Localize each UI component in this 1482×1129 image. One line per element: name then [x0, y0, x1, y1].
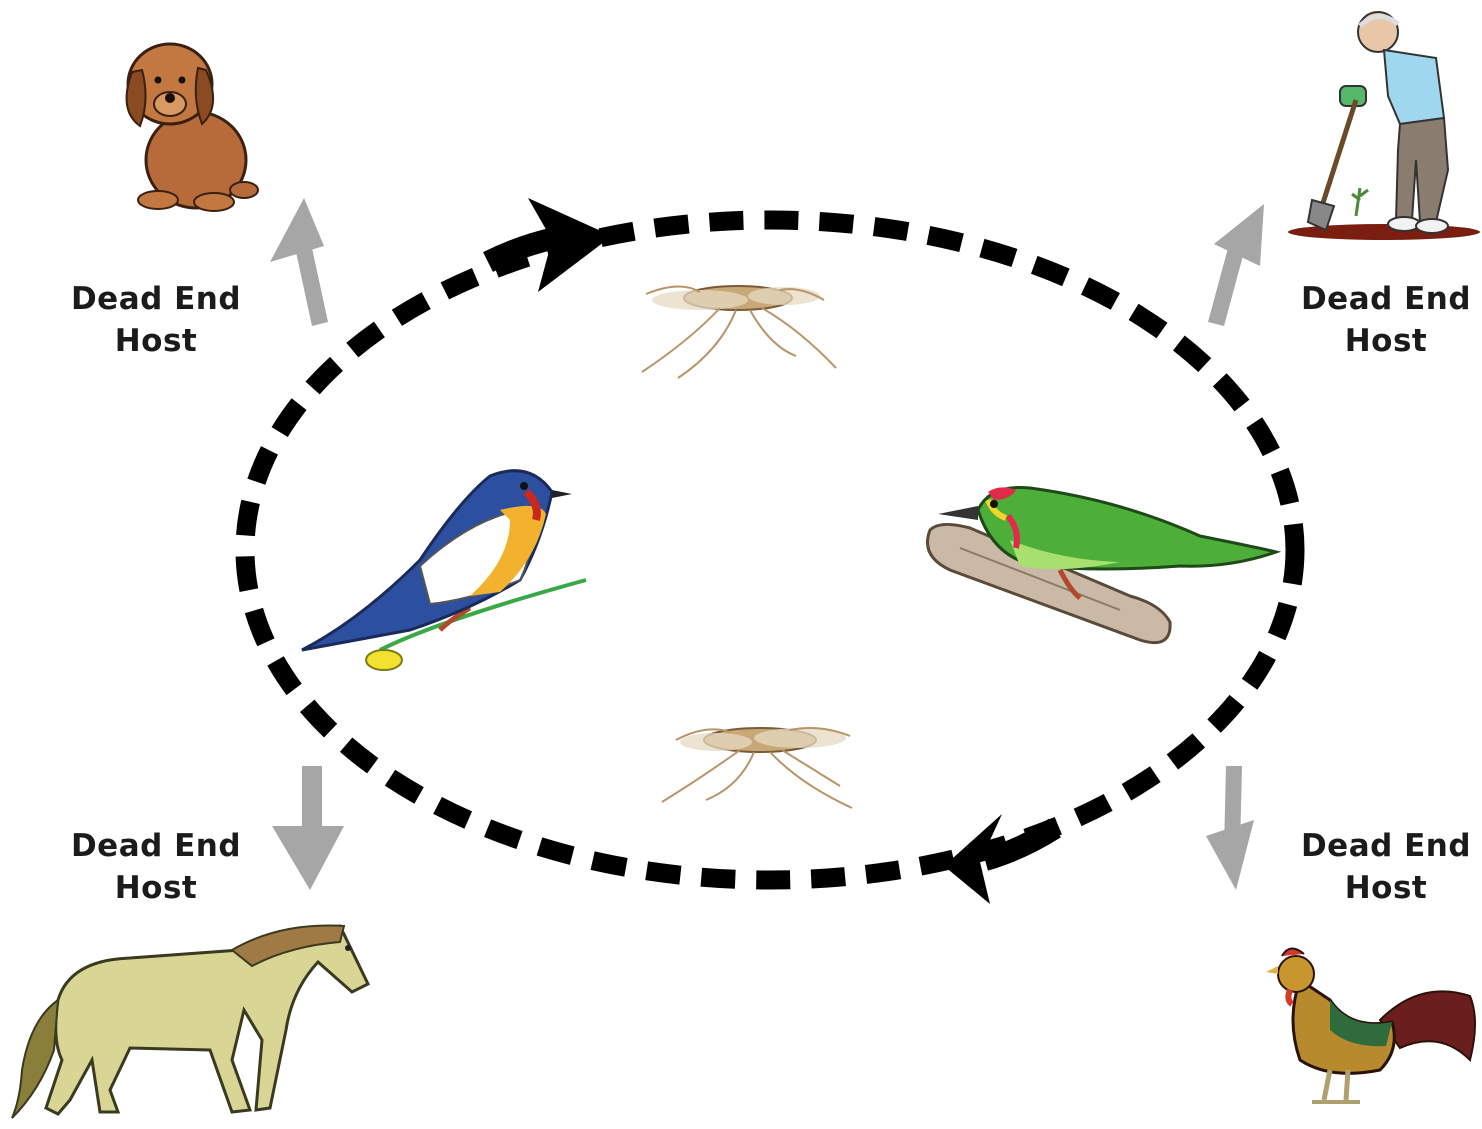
gardener-icon — [1288, 12, 1480, 240]
rooster-icon — [1266, 948, 1475, 1102]
dead-end-host-label-dog: Dead End Host — [36, 278, 276, 362]
bluebird-icon — [302, 471, 586, 670]
mosquito-icon — [642, 286, 836, 378]
spillover-arrow-horse — [272, 766, 344, 890]
horse-icon — [12, 926, 368, 1119]
mosquito-icon — [662, 728, 852, 808]
dead-end-host-label-rooster: Dead End Host — [1266, 825, 1482, 909]
label-line-2: Host — [36, 320, 276, 362]
cycle-arrow-top — [488, 198, 612, 292]
spillover-arrow-rooster — [1206, 766, 1254, 890]
label-line-1: Dead End — [1266, 825, 1482, 867]
dead-end-host-label-horse: Dead End Host — [36, 825, 276, 909]
label-line-1: Dead End — [36, 278, 276, 320]
label-line-1: Dead End — [36, 825, 276, 867]
spillover-arrow-dog — [270, 198, 328, 326]
cycle-arrow-bottom — [944, 814, 1055, 904]
dead-end-host-label-human: Dead End Host — [1266, 278, 1482, 362]
green-barbet-icon — [928, 487, 1277, 642]
label-line-2: Host — [1266, 867, 1482, 909]
label-line-2: Host — [1266, 320, 1482, 362]
label-line-2: Host — [36, 867, 276, 909]
spillover-arrow-human — [1208, 204, 1264, 326]
dog-icon — [127, 44, 258, 211]
label-line-1: Dead End — [1266, 278, 1482, 320]
